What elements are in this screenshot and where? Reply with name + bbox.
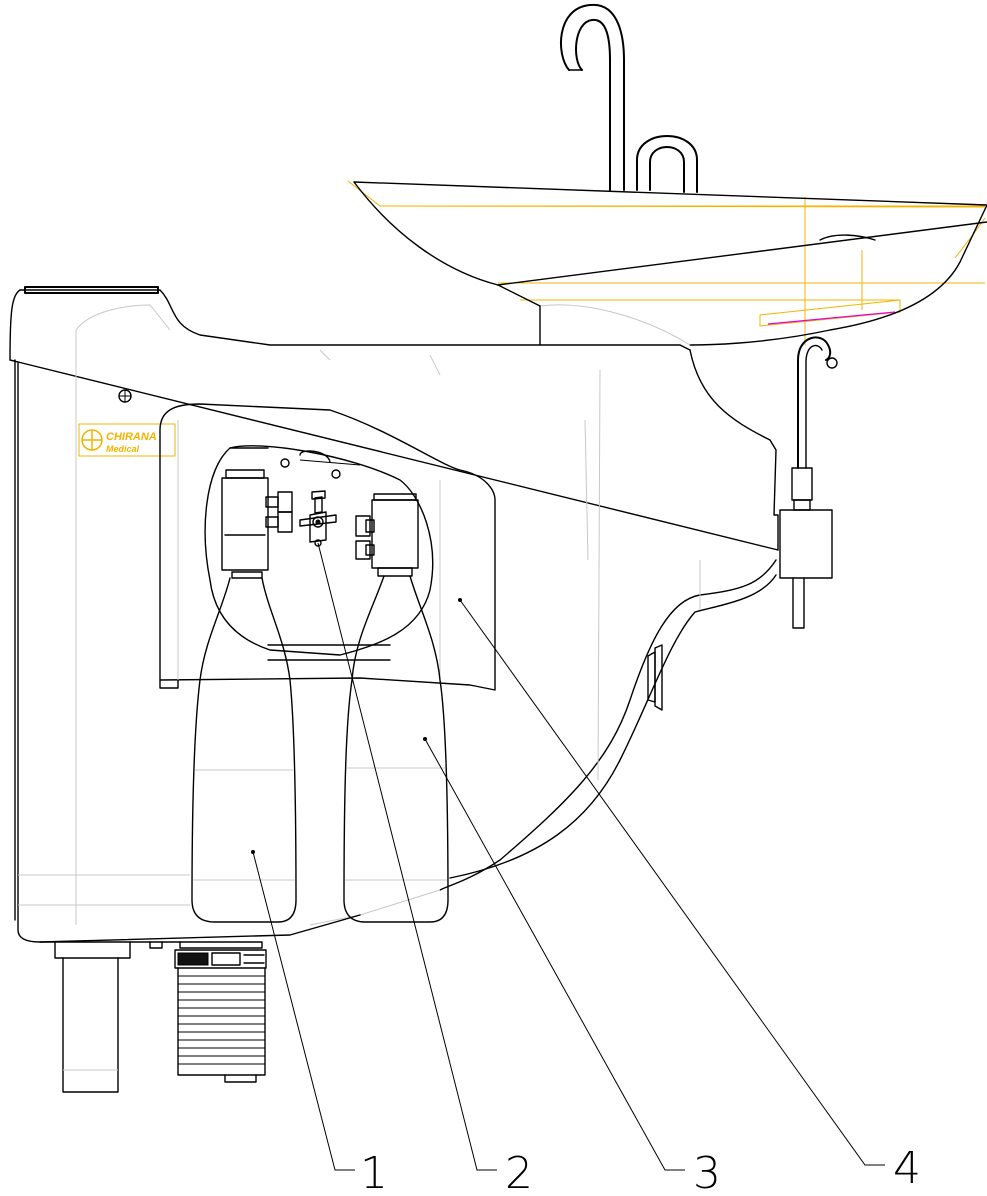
fitting-icon bbox=[355, 515, 375, 560]
left-bottle bbox=[191, 577, 297, 923]
bowl-rinse-hook bbox=[636, 135, 698, 193]
inspection-window bbox=[204, 445, 434, 661]
callout-numbers: 1 2 3 4 bbox=[360, 1143, 921, 1196]
valve-block bbox=[299, 490, 337, 547]
right-bottle bbox=[343, 575, 449, 923]
callout-number-4: 4 bbox=[893, 1143, 921, 1194]
callout-leaders bbox=[252, 542, 885, 1171]
bottom-drain-pipe bbox=[54, 941, 163, 1093]
fitting-icon bbox=[265, 491, 293, 533]
spittoon-bowl bbox=[347, 180, 987, 346]
corrugated-hose bbox=[174, 941, 267, 1083]
leader-2 bbox=[317, 542, 497, 1171]
screw-symbol bbox=[118, 389, 132, 403]
leader-4 bbox=[459, 599, 885, 1166]
brand-logo: CHIRANA Medical bbox=[78, 423, 176, 457]
callout-number-3: 3 bbox=[693, 1148, 721, 1196]
logo-brand-text: CHIRANA bbox=[106, 431, 157, 443]
main-body bbox=[9, 286, 779, 943]
logo-sub-text: Medical bbox=[106, 444, 140, 454]
instrument-holder bbox=[779, 336, 838, 629]
cup-filler-spout bbox=[559, 3, 625, 191]
side-knob bbox=[647, 644, 663, 711]
callout-number-2: 2 bbox=[505, 1148, 533, 1196]
callout-number-1: 1 bbox=[360, 1148, 388, 1196]
front-cover bbox=[159, 403, 496, 691]
leader-3 bbox=[424, 738, 685, 1171]
right-valve bbox=[355, 493, 419, 577]
leader-1 bbox=[252, 851, 355, 1171]
left-valve bbox=[221, 469, 293, 579]
hose-ribs bbox=[178, 975, 265, 1065]
logo-emblem-icon bbox=[81, 429, 103, 451]
